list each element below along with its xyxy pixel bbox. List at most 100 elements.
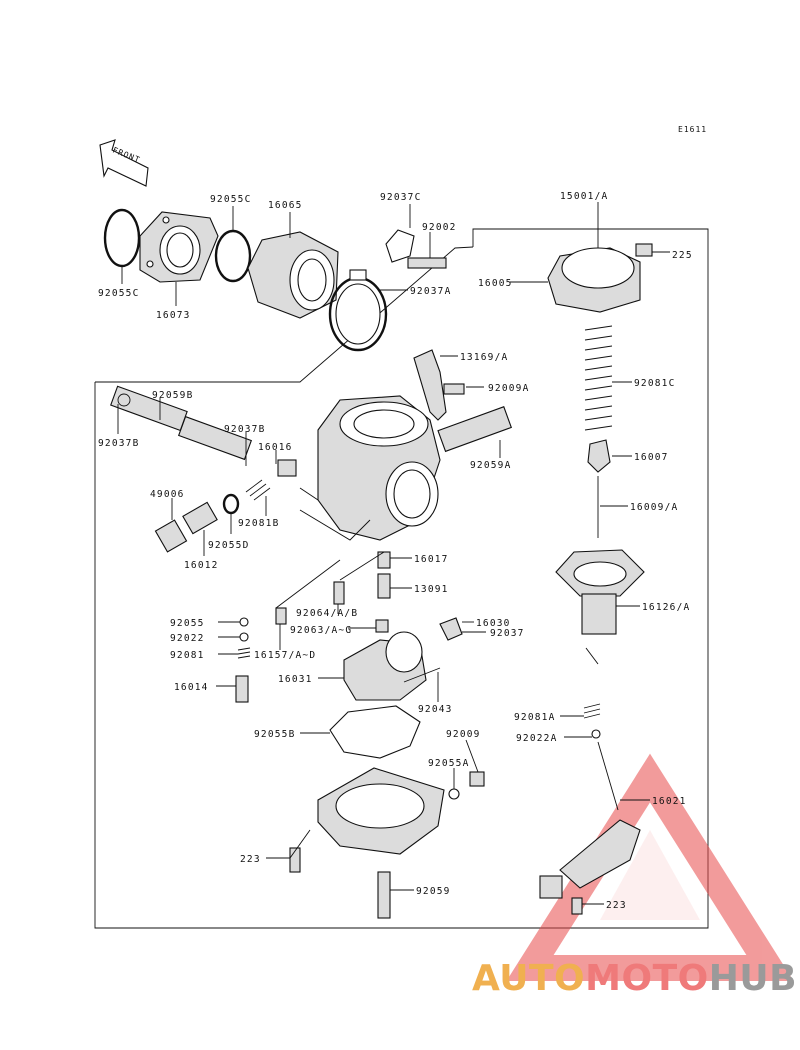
label-92064: 92064/A/B [296, 608, 358, 619]
screw-92009 [469, 771, 485, 787]
spring-92081b [245, 479, 271, 501]
watermark-logo: AUTOMOTOHUB [472, 958, 797, 999]
top-cap-assembly [547, 243, 653, 665]
pin-92043 [403, 667, 441, 683]
label-92059: 92059 [416, 886, 451, 897]
screw-223-left [289, 847, 301, 873]
label-92081b: 92081B [238, 518, 280, 529]
watermark-hub: HUB [708, 958, 798, 999]
vacuum-piston [581, 593, 617, 635]
label-225: 225 [672, 250, 693, 261]
label-16016: 16016 [258, 442, 293, 453]
screw-225 [635, 243, 653, 257]
gasket-92055b [329, 705, 421, 759]
label-16031: 16031 [278, 674, 313, 685]
label-92081: 92081 [170, 650, 205, 661]
label-16009a: 16009/A [630, 502, 678, 513]
label-16157: 16157/A~D [254, 650, 316, 661]
body-16012 [182, 501, 218, 535]
label-92081c: 92081C [634, 378, 676, 389]
label-16126a: 16126/A [642, 602, 690, 613]
label-92055d: 92055D [208, 540, 250, 551]
label-92043: 92043 [418, 704, 453, 715]
intake-assembly [103, 208, 447, 352]
spring-92081c [584, 325, 613, 431]
label-92055a: 92055A [428, 758, 470, 769]
spring-seat-16007 [587, 439, 611, 473]
jet-92063 [375, 619, 389, 633]
o-ring-92055a [448, 788, 460, 800]
part-labels: E1611 15001/A 225 16005 92081C 16007 160… [98, 125, 707, 911]
label-16021: 16021 [652, 796, 687, 807]
label-16005: 16005 [478, 278, 513, 289]
label-16012: 16012 [184, 560, 219, 571]
watermark-moto: MOTO [585, 958, 709, 999]
label-92022a: 92022A [516, 733, 558, 744]
spring-92081a [583, 703, 601, 719]
label-92081a: 92081A [514, 712, 556, 723]
cap-49006 [154, 519, 188, 553]
label-92059a: 92059A [470, 460, 512, 471]
pipe-92059 [377, 871, 391, 919]
label-16030: 16030 [476, 618, 511, 629]
screw-92009a [443, 383, 465, 395]
jets [235, 551, 463, 703]
leader-lines [117, 202, 670, 905]
clamp-92037c [385, 229, 415, 263]
o-ring-92055c-top [214, 229, 252, 283]
label-92022: 92022 [170, 633, 205, 644]
bolt-92002 [407, 257, 447, 269]
jet-13091 [377, 573, 391, 599]
watermark-auto: AUTO [472, 958, 586, 999]
pipe-92059a [437, 406, 513, 453]
carburetor-body [110, 349, 513, 553]
spring-92081 [237, 647, 251, 659]
label-92037b: 92037B [224, 424, 266, 435]
label-16065: 16065 [268, 200, 303, 211]
label-13169a: 13169/A [460, 352, 508, 363]
jet-16030 [439, 617, 463, 641]
front-arrow-icon: FRONT [99, 139, 149, 187]
label-92063: 92063/A~G [290, 625, 352, 636]
screw-16014 [235, 675, 249, 703]
washer-92022 [239, 632, 249, 642]
screw-223-right [571, 897, 583, 915]
label-92055c-top: 92055C [210, 194, 252, 205]
o-ring-92055c-left [103, 208, 141, 268]
jet-16157 [275, 607, 287, 625]
o-ring-92055 [239, 617, 249, 627]
label-92002: 92002 [422, 222, 457, 233]
label-13091: 13091 [414, 584, 449, 595]
plunger-16016 [277, 459, 297, 477]
label-92009a: 92009A [488, 383, 530, 394]
jet-92064 [333, 581, 345, 605]
label-92055c-left: 92055C [98, 288, 140, 299]
diagram-code: E1611 [678, 125, 707, 134]
label-92009: 92009 [446, 729, 481, 740]
label-223-left: 223 [240, 854, 261, 865]
label-92055b: 92055B [254, 729, 296, 740]
label-16007: 16007 [634, 452, 669, 463]
plate-13169a [413, 349, 447, 421]
float-bowl-assembly [289, 631, 485, 919]
choke-assembly [539, 703, 641, 915]
label-16073: 16073 [156, 310, 191, 321]
label-16017: 16017 [414, 554, 449, 565]
o-ring-92055d [222, 493, 240, 515]
label-92037a: 92037A [410, 286, 452, 297]
label-92037b-left: 92037B [98, 438, 140, 449]
knob [539, 875, 563, 899]
label-15001a: 15001/A [560, 191, 608, 202]
label-49006: 49006 [150, 489, 185, 500]
label-92037: 92037 [490, 628, 525, 639]
label-223-right: 223 [606, 900, 627, 911]
washer-92022a [591, 729, 601, 739]
label-92055: 92055 [170, 618, 205, 629]
rod-16021 [597, 741, 619, 811]
label-92059b: 92059B [152, 390, 194, 401]
label-92037c: 92037C [380, 192, 422, 203]
bracket-16021 [559, 819, 641, 889]
label-16014: 16014 [174, 682, 209, 693]
